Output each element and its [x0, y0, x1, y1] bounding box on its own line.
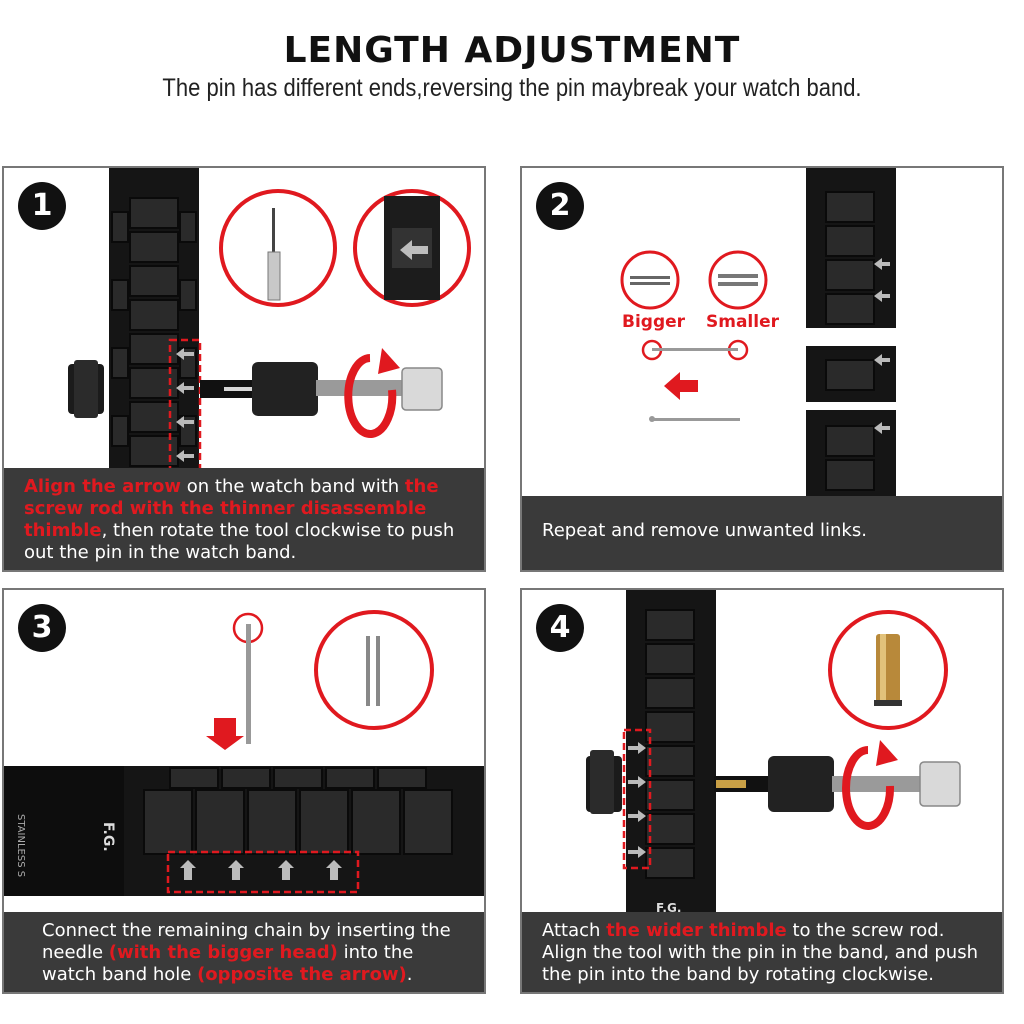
step-4-caption: Attach the wider thimble to the screw ro… — [522, 912, 1002, 992]
step-2-number: 2 — [536, 182, 584, 230]
pin-tool — [68, 360, 443, 418]
clasp-text: STAINLESS S — [15, 814, 26, 877]
page-title: LENGTH ADJUSTMENT — [283, 30, 741, 71]
step-2-caption: Repeat and remove unwanted links. — [522, 496, 1002, 570]
step-4-illustration: F.G. — [586, 590, 961, 920]
band-links — [143, 767, 453, 855]
arrow-marks — [628, 742, 646, 858]
page-subtitle: The pin has different ends,reversing the… — [162, 74, 862, 102]
zoom-circle-arrow — [353, 189, 471, 307]
loose-pin — [650, 418, 740, 421]
brand-text: F.G. — [656, 901, 681, 915]
brand-text: F.G. — [100, 822, 116, 852]
rotate-arrow-icon — [842, 746, 895, 830]
needle-pin — [232, 612, 264, 744]
caption-highlight: the screw rod with the thinner disassemb… — [24, 476, 439, 541]
arrow-marks — [874, 258, 890, 434]
step-1-panel: 1 — [2, 166, 486, 572]
step-2-panel: 2 — [520, 166, 1004, 572]
pin-diagram — [641, 339, 749, 361]
zoom-circle-thimble — [828, 610, 948, 730]
caption-text: , then rotate the tool clockwise to push… — [24, 520, 455, 563]
caption-highlight: the wider thimble — [606, 920, 787, 941]
caption-highlight: (with the bigger head) — [108, 942, 338, 963]
step-1-number: 1 — [18, 182, 66, 230]
caption-text: on the watch band with — [181, 476, 405, 497]
zoom-circle-needle-head — [314, 610, 434, 730]
arrow-marks — [176, 348, 194, 462]
zoom-circle-smaller — [708, 250, 768, 310]
caption-text: Connect the remaining chain by inserting… — [42, 920, 451, 963]
caption-text: Attach — [542, 920, 607, 941]
highlight-box — [622, 728, 652, 870]
caption-highlight: (opposite the arrow) — [197, 964, 407, 985]
caption-highlight: Align the arrow — [24, 476, 182, 497]
step-4-number: 4 — [536, 604, 584, 652]
caption-text: Repeat and remove unwanted links. — [542, 520, 867, 541]
pin-tool — [586, 750, 961, 814]
red-arrow-icon — [664, 372, 698, 400]
arrow-marks — [180, 860, 342, 880]
bigger-label: Bigger — [622, 312, 686, 332]
step-3-panel: 3 STAINLESS S F.G. — [2, 588, 486, 994]
highlight-box — [168, 338, 202, 472]
smaller-label: Smaller — [706, 312, 779, 332]
caption-text: . — [406, 964, 413, 985]
caption-text: into the watch band hole — [42, 942, 414, 985]
band-links — [645, 609, 695, 879]
step-2-illustration — [620, 168, 896, 570]
down-arrow-icon — [206, 718, 244, 750]
highlight-box — [166, 850, 360, 894]
step-4-panel: 4 F.G. — [520, 588, 1004, 994]
band-links — [825, 191, 875, 491]
step-3-caption: Connect the remaining chain by inserting… — [4, 912, 484, 992]
zoom-circle-needle — [219, 189, 337, 307]
step-3-number: 3 — [18, 604, 66, 652]
zoom-circle-bigger — [620, 250, 680, 310]
clasp — [4, 766, 124, 896]
step-3-illustration: STAINLESS S F.G. — [4, 610, 484, 896]
caption-text: to the screw rod. Align the tool with th… — [542, 920, 978, 985]
step-1-caption: Align the arrow on the watch band with t… — [4, 468, 484, 570]
rotate-arrow-icon — [344, 354, 397, 438]
